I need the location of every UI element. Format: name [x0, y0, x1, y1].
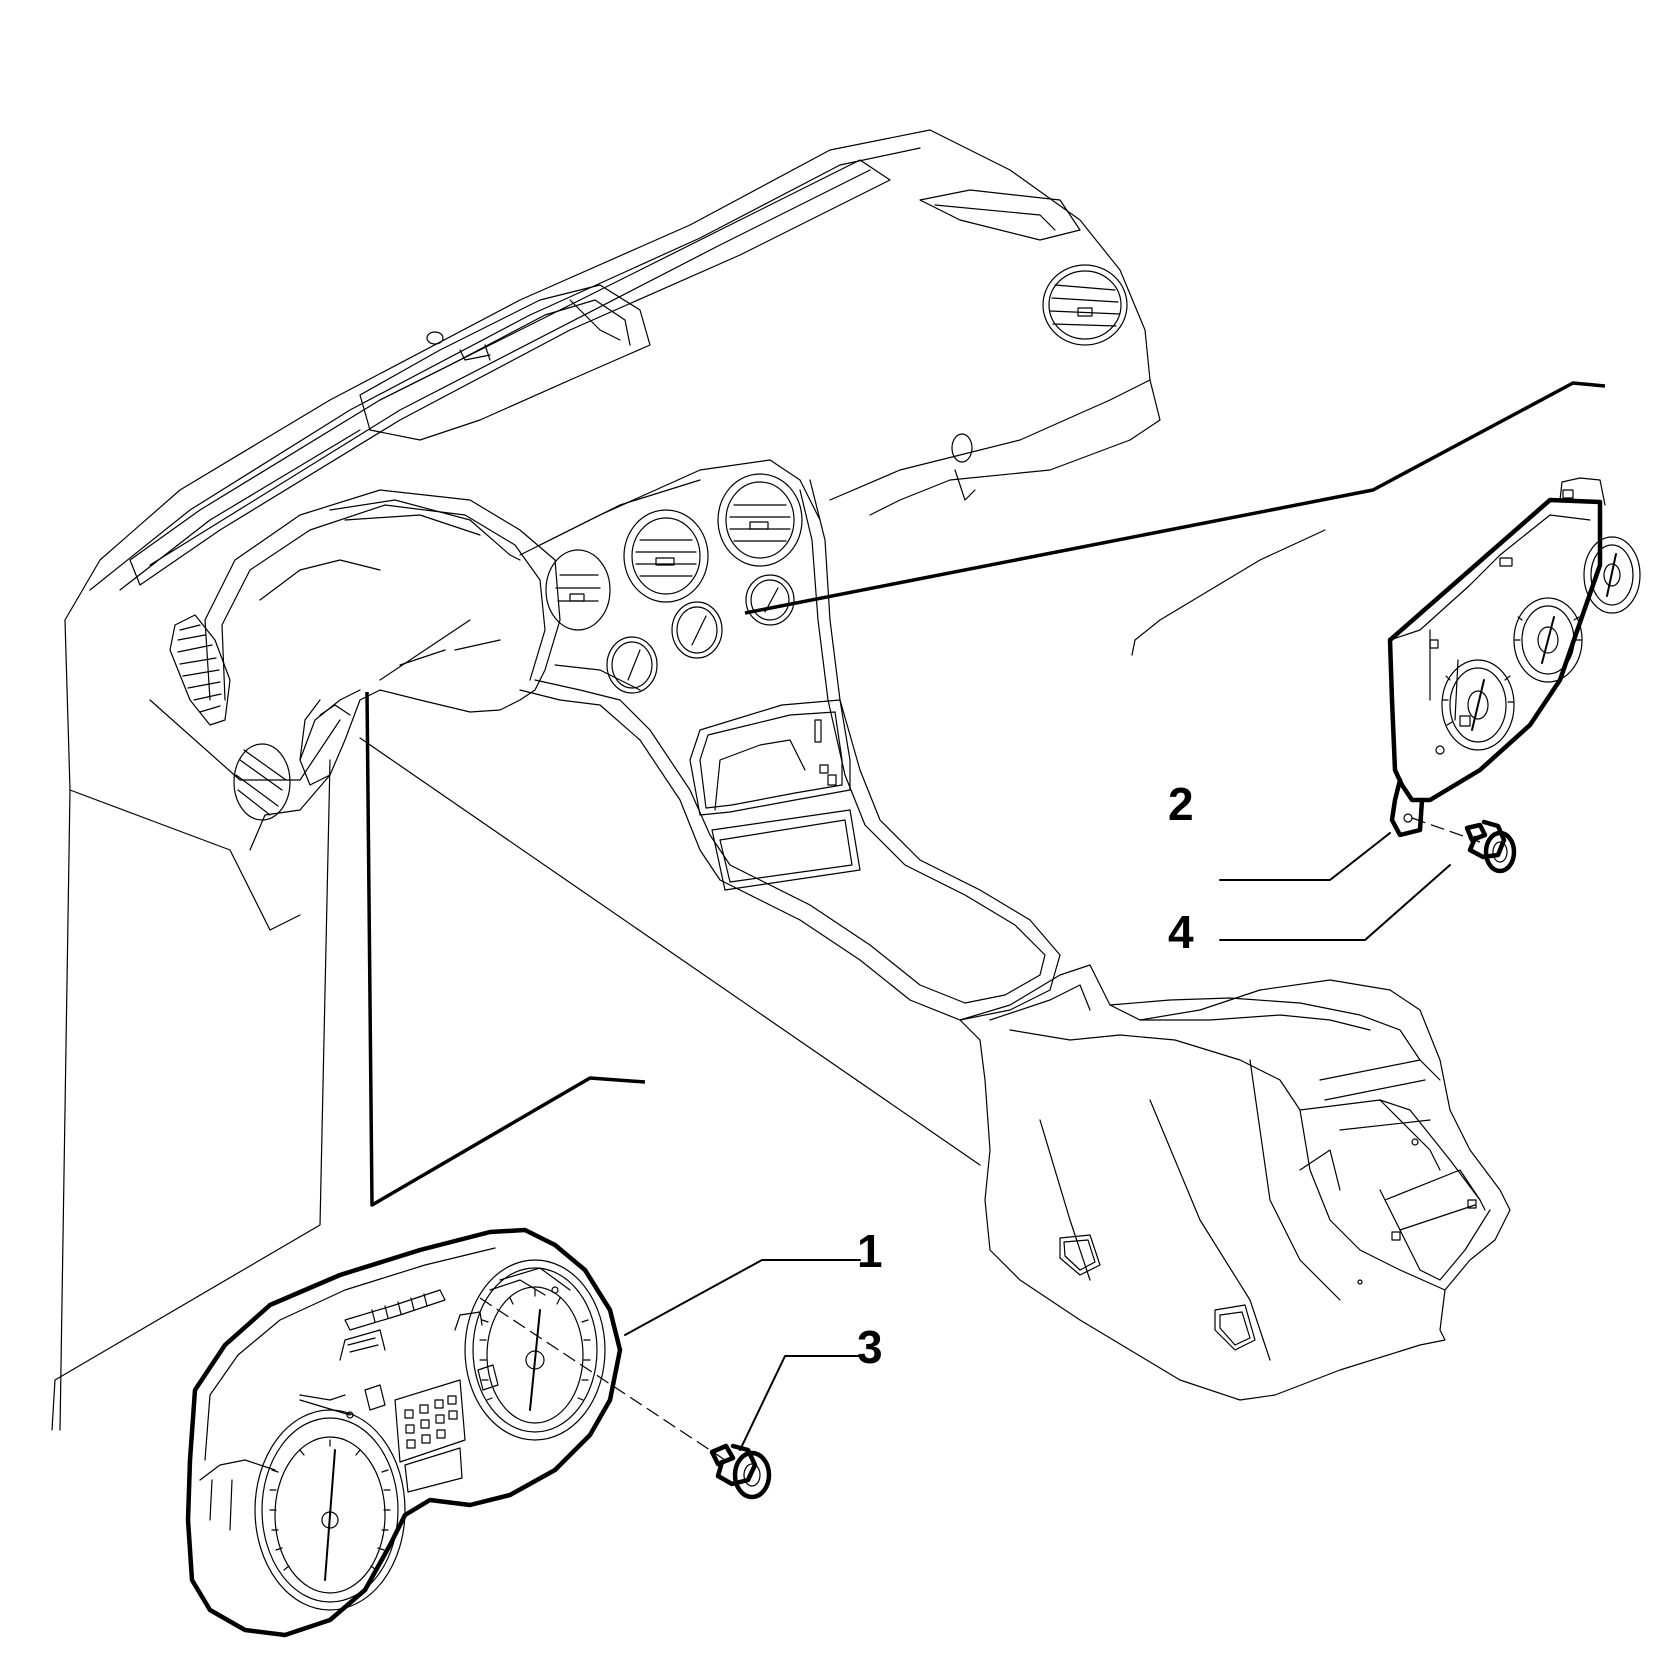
panel-screw — [1411, 817, 1517, 874]
center-console — [959, 964, 1511, 1401]
leader-callout-1 — [624, 1259, 861, 1336]
callout-4: 4 — [1168, 906, 1194, 958]
screw-axis-4 — [1411, 817, 1481, 843]
callout-1: 1 — [857, 1225, 883, 1277]
screw-axis-3 — [479, 1297, 726, 1461]
callout-3: 3 — [857, 1321, 883, 1373]
climate-control-panel — [1387, 477, 1641, 838]
callout-labels: 1 2 3 4 — [857, 778, 1194, 1373]
instrument-cluster — [185, 1227, 623, 1638]
tach-ticks — [269, 1439, 391, 1571]
cluster-screw — [479, 1297, 772, 1500]
leader-callout-2 — [1219, 832, 1391, 881]
center-stack — [519, 473, 1061, 1021]
leader-panel-mount — [744, 381, 1606, 615]
leader-cluster-mount — [365, 691, 646, 1207]
warning-light-icons — [404, 1395, 458, 1449]
dashboard-outline — [51, 129, 1326, 1431]
callout-2: 2 — [1168, 778, 1194, 830]
instrument-hood — [204, 489, 561, 786]
speedo-ticks — [479, 1289, 591, 1401]
leader-lines — [365, 381, 1606, 1451]
leader-callout-4 — [1219, 864, 1451, 941]
leader-callout-3 — [739, 1355, 861, 1451]
